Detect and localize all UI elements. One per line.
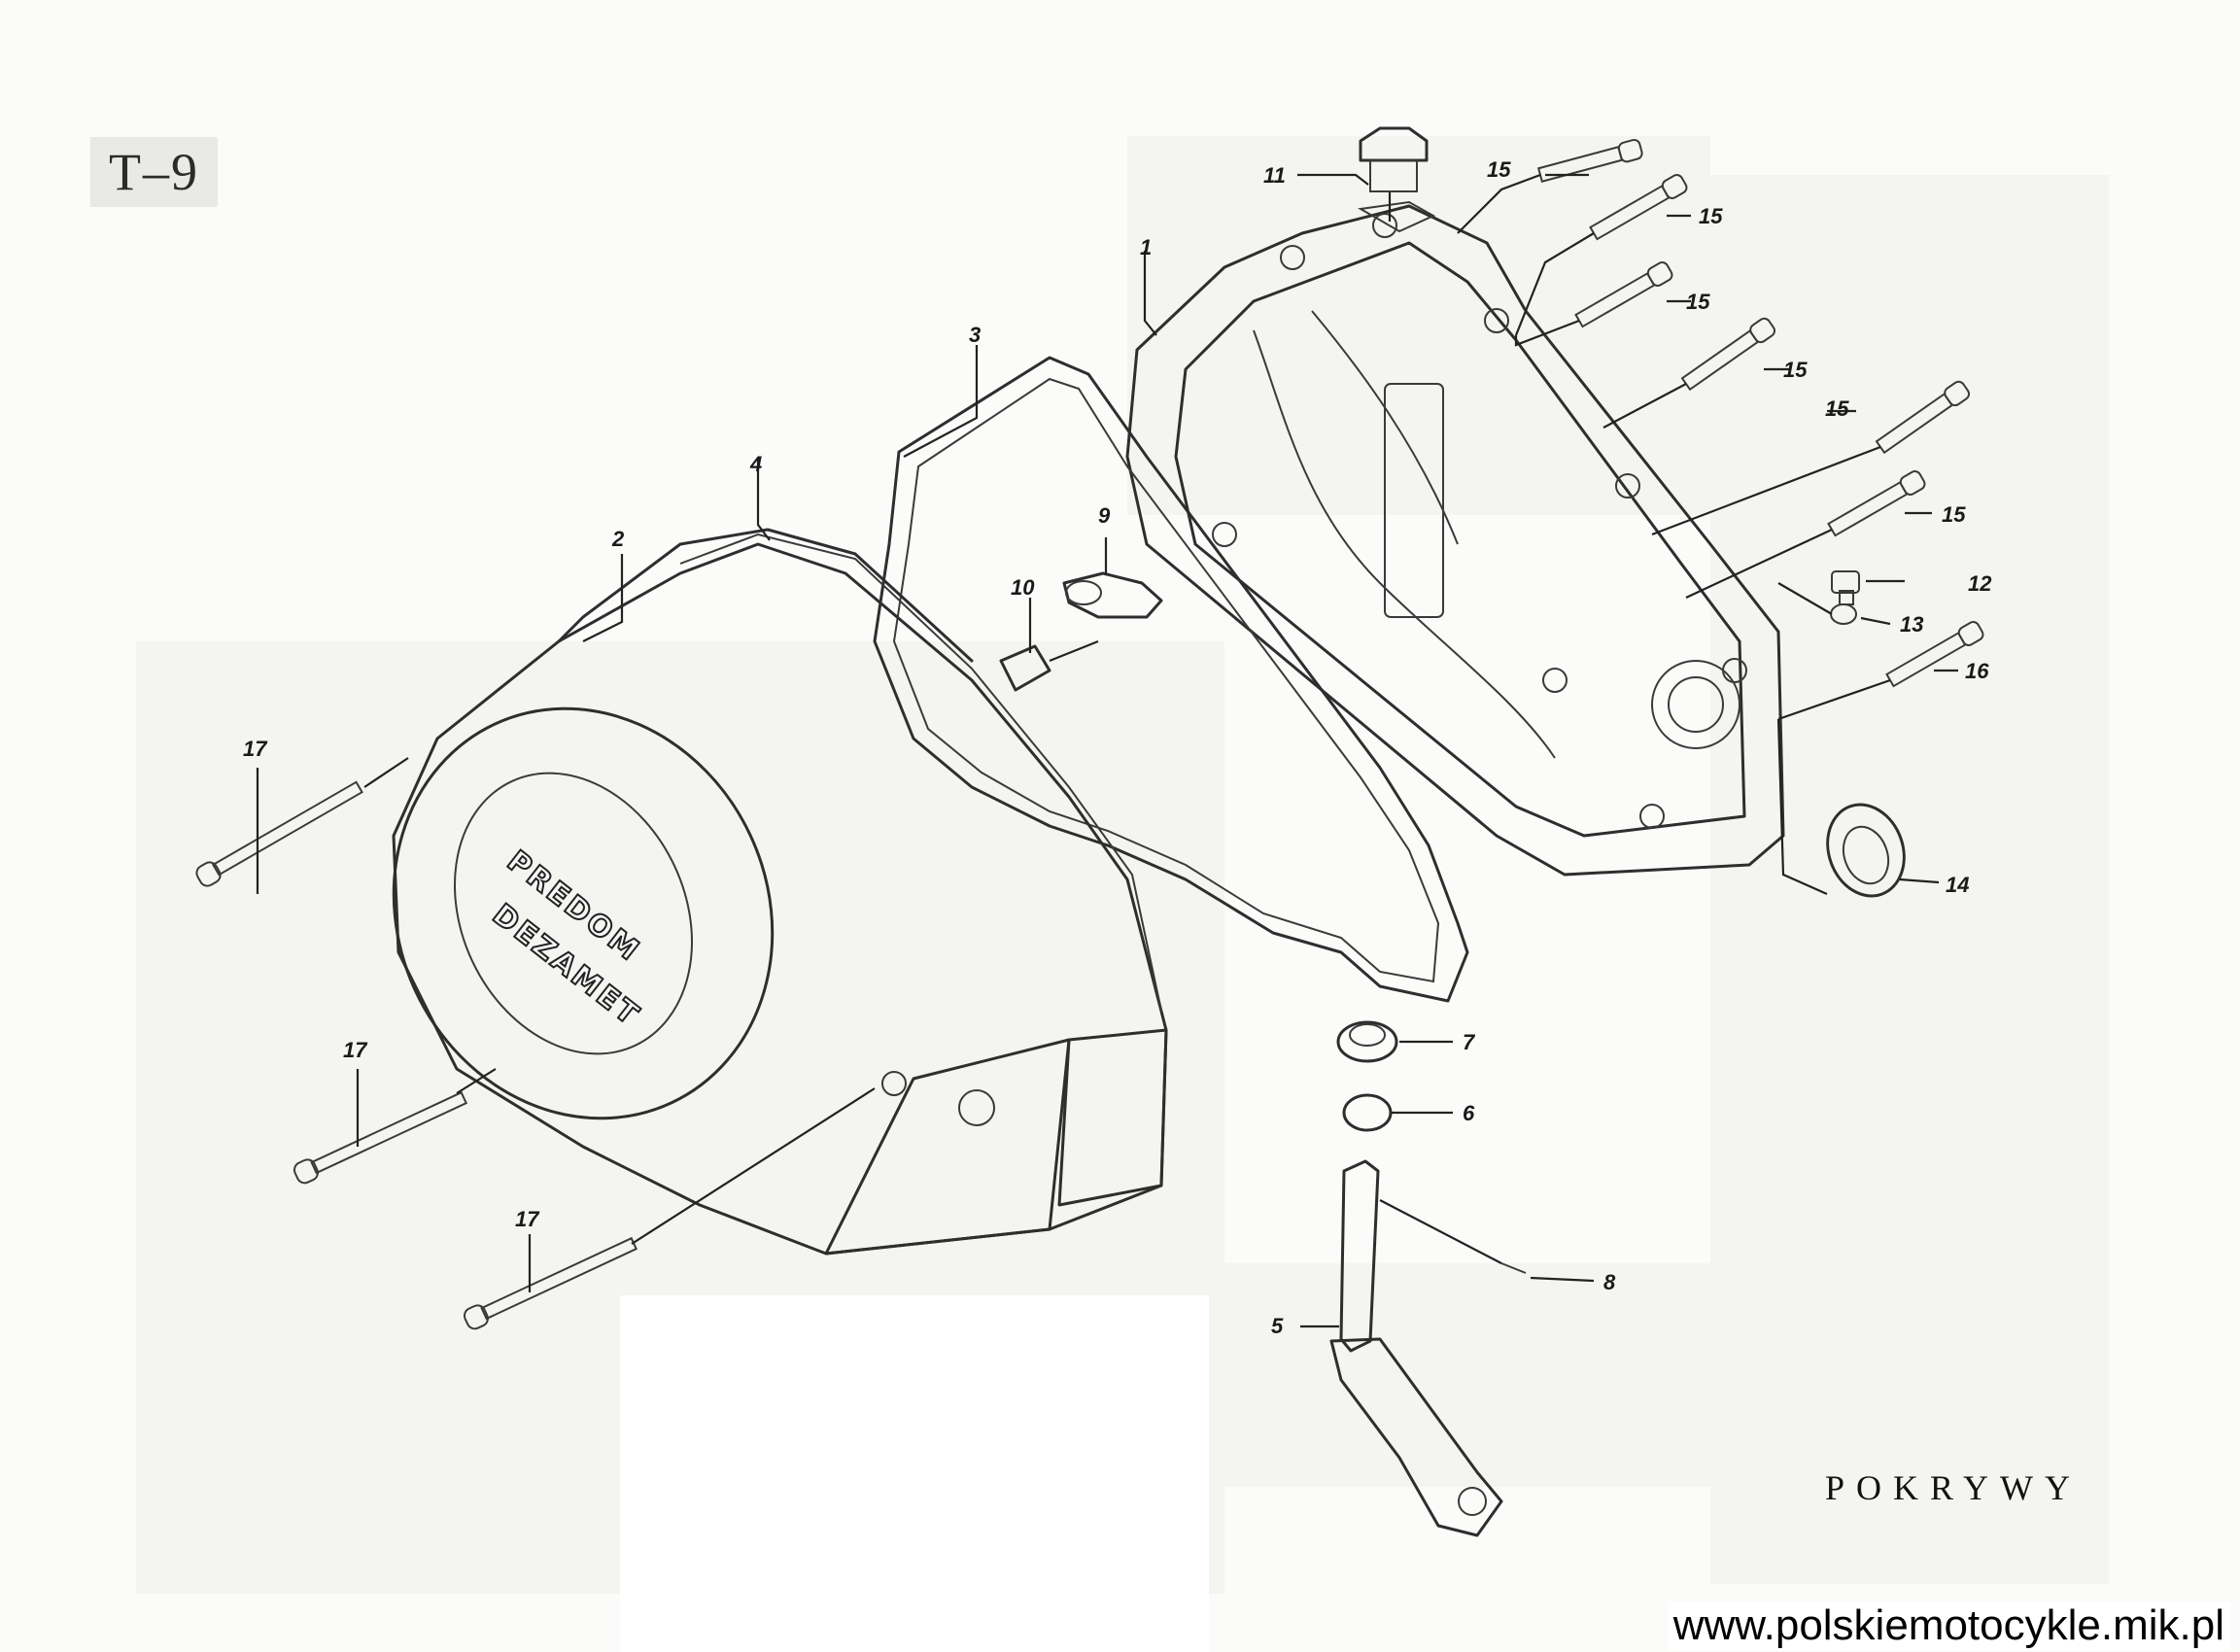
source-url: www.polskiemotocykle.mik.pl: [1667, 1601, 2230, 1650]
label-15: 15: [1942, 502, 1966, 527]
blank-patch: [620, 1295, 1209, 1652]
leader-lines: [256, 173, 1958, 1292]
label-6: 6: [1463, 1101, 1475, 1125]
label-17: 17: [243, 737, 268, 761]
label-10: 10: [1011, 575, 1035, 600]
bolts-15-16: [1457, 138, 1984, 721]
scan-shade: [1215, 1263, 2109, 1487]
label-11: 11: [1263, 163, 1286, 188]
gasket-4: [679, 533, 1162, 1012]
page-code: T–9: [90, 137, 218, 207]
lever-9: [1062, 571, 1163, 619]
label-12: 12: [1968, 571, 1992, 596]
label-17: 17: [343, 1038, 368, 1062]
label-1: 1: [1140, 235, 1152, 259]
scan-shade: [1127, 136, 1710, 515]
pin-10: [999, 639, 1099, 692]
label-5: 5: [1271, 1314, 1284, 1338]
bolts-17: [195, 757, 876, 1330]
outer-cover: PREDOM DEZAMET: [392, 528, 1168, 1256]
gasket-3-inner: [892, 377, 1440, 983]
section-title: POKRYWY: [1825, 1468, 2083, 1507]
bush-6: [1342, 1093, 1453, 1132]
screw-12: [1831, 570, 1860, 605]
label-7: 7: [1463, 1030, 1476, 1054]
label-13: 13: [1900, 612, 1923, 637]
pin-8: [1379, 1199, 1595, 1283]
label-15: 15: [1686, 290, 1710, 314]
label-15: 15: [1699, 204, 1723, 228]
label-14: 14: [1946, 873, 1969, 897]
seal-14: [1776, 718, 1906, 898]
label-15: 15: [1783, 358, 1808, 382]
label-16: 16: [1965, 659, 1989, 683]
shaft-5: [1300, 1159, 1503, 1537]
gasket-3: [873, 356, 1469, 1003]
label-15: 15: [1825, 396, 1849, 421]
label-17: 17: [515, 1207, 540, 1231]
label-9: 9: [1098, 503, 1111, 528]
bearing-7: [1336, 1020, 1453, 1063]
label-8: 8: [1603, 1270, 1616, 1294]
label-15: 15: [1487, 157, 1511, 182]
label-4: 4: [749, 452, 762, 476]
washer-13: [1830, 603, 1857, 625]
part-labels: 1 2 3 4 5 6 7 8 9 10 11 12 13 14 15 15 1…: [243, 157, 1992, 1338]
label-2: 2: [611, 527, 625, 551]
oil-plug-11: [1359, 126, 1429, 222]
inner-cover: [1125, 200, 1785, 877]
label-3: 3: [969, 323, 981, 347]
